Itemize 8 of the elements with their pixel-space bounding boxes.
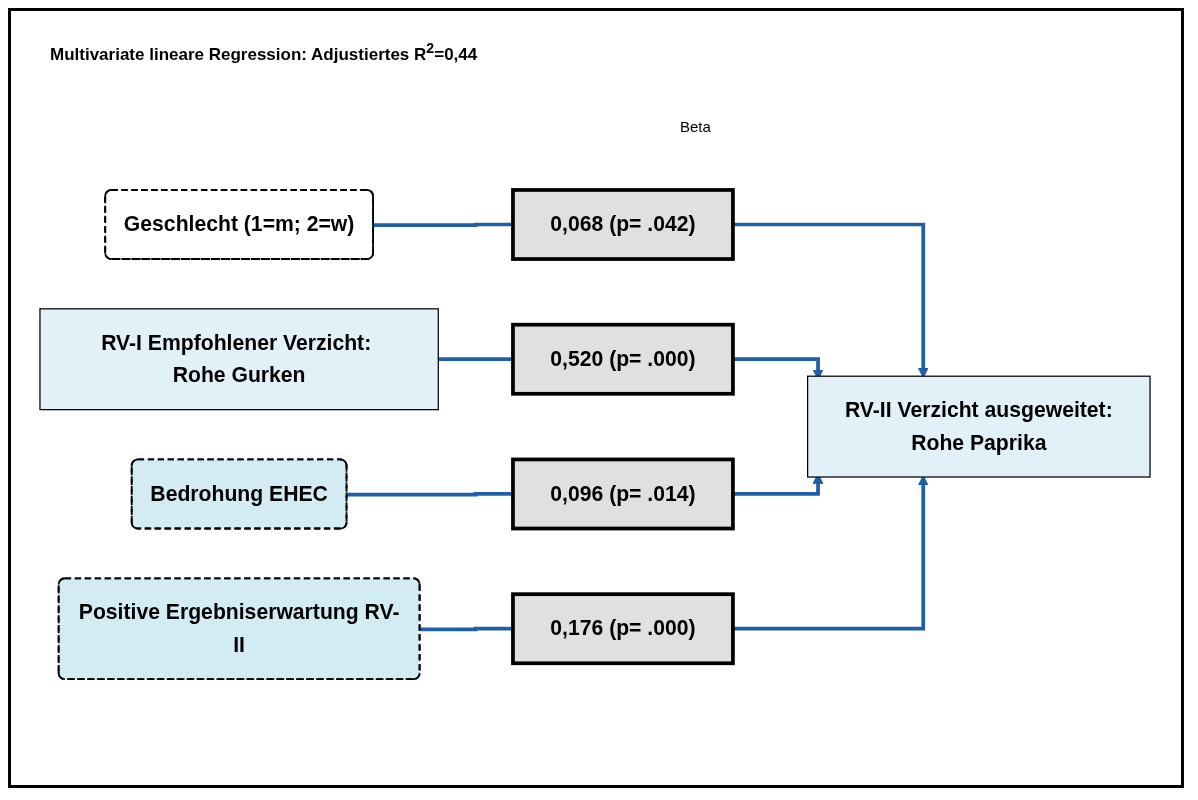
column-heading: Beta — [680, 118, 711, 135]
node-box: RV-I Empfohlener Verzicht: Rohe Gurken — [39, 308, 439, 411]
diagram-title: Multivariate lineare Regression: Adjustiertes R$^{2}$=0,44 — [50, 40, 478, 65]
node-box: 0,176 (p= .000) — [511, 592, 735, 666]
node-box: 0,520 (p= .000) — [511, 323, 735, 397]
node-box: RV-II Verzicht ausgeweitet: Rohe Paprika — [807, 376, 1151, 479]
node-box: 0,096 (p= .014) — [511, 458, 735, 531]
node-box: 0,068 (p= .042) — [511, 188, 735, 262]
